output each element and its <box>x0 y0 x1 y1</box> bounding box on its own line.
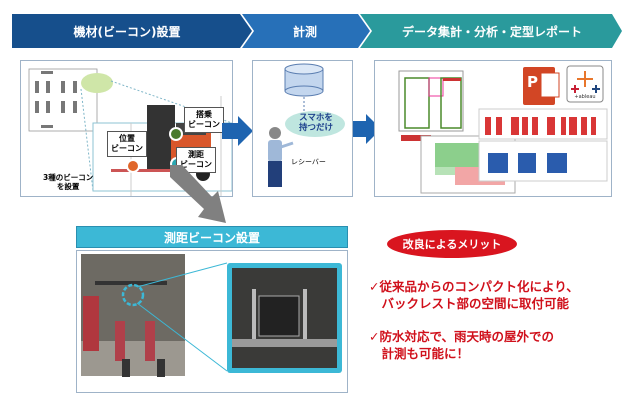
report-panel: P +ableau <box>374 60 612 197</box>
step-report-label: データ集計・分析・定型レポート <box>401 24 582 39</box>
legend-gradient <box>401 135 431 141</box>
right-arrow-icon <box>350 114 381 144</box>
merit-item-1: ✓従来品からのコンパクト化により、 バックレスト部の空間に取付可能 <box>369 279 579 311</box>
receiver-label: レシーバー <box>291 158 326 166</box>
step-2-chevron <box>242 14 370 48</box>
boarding-beacon-label: 搭乗 ビーコン <box>184 107 224 133</box>
position-beacon-icon <box>126 159 140 173</box>
merit-item-2: ✓防水対応で、雨天時の屋外での 計測も可能に！ <box>369 329 554 361</box>
merit-title: 改良によるメリット <box>402 238 502 251</box>
boarding-beacon-icon <box>169 127 183 141</box>
distance-beacon-title: 測距ビーコン設置 <box>76 226 348 248</box>
powerpoint-letter: P <box>527 73 538 91</box>
down-arrow-icon <box>170 165 226 223</box>
step-measure-label: 計測 <box>292 24 317 39</box>
person-icon <box>268 127 294 187</box>
position-beacon-label: 位置 ビーコン <box>107 131 147 157</box>
setup-caption: 3種のビーコン を設置 <box>43 173 94 191</box>
process-header <box>12 14 622 48</box>
merit-title-badge <box>387 230 517 258</box>
bubble-shape <box>285 111 345 137</box>
measure-panel: スマホを 持つだけ レシーバー <box>252 60 353 197</box>
step-setup-label: 機材(ビーコン)設置 <box>73 24 181 39</box>
database-icon <box>284 63 324 97</box>
measure-illustration <box>268 63 345 187</box>
forklift-photos <box>81 254 342 377</box>
highlight-area <box>81 73 113 93</box>
step-1-chevron <box>12 14 252 48</box>
smartphone-bubble: スマホを 持つだけ <box>298 113 333 133</box>
right-arrow-icon <box>222 116 253 146</box>
setup-panel: 位置 ビーコン 搭乗 ビーコン 測距 ビーコン 3種のビーコン を設置 <box>20 60 233 197</box>
report-illustration <box>398 65 608 194</box>
beacon-highlight-circle <box>121 283 145 307</box>
tableau-wordmark: +ableau <box>574 94 596 100</box>
step-3-chevron <box>360 14 622 48</box>
distance-beacon-panel <box>76 250 348 393</box>
